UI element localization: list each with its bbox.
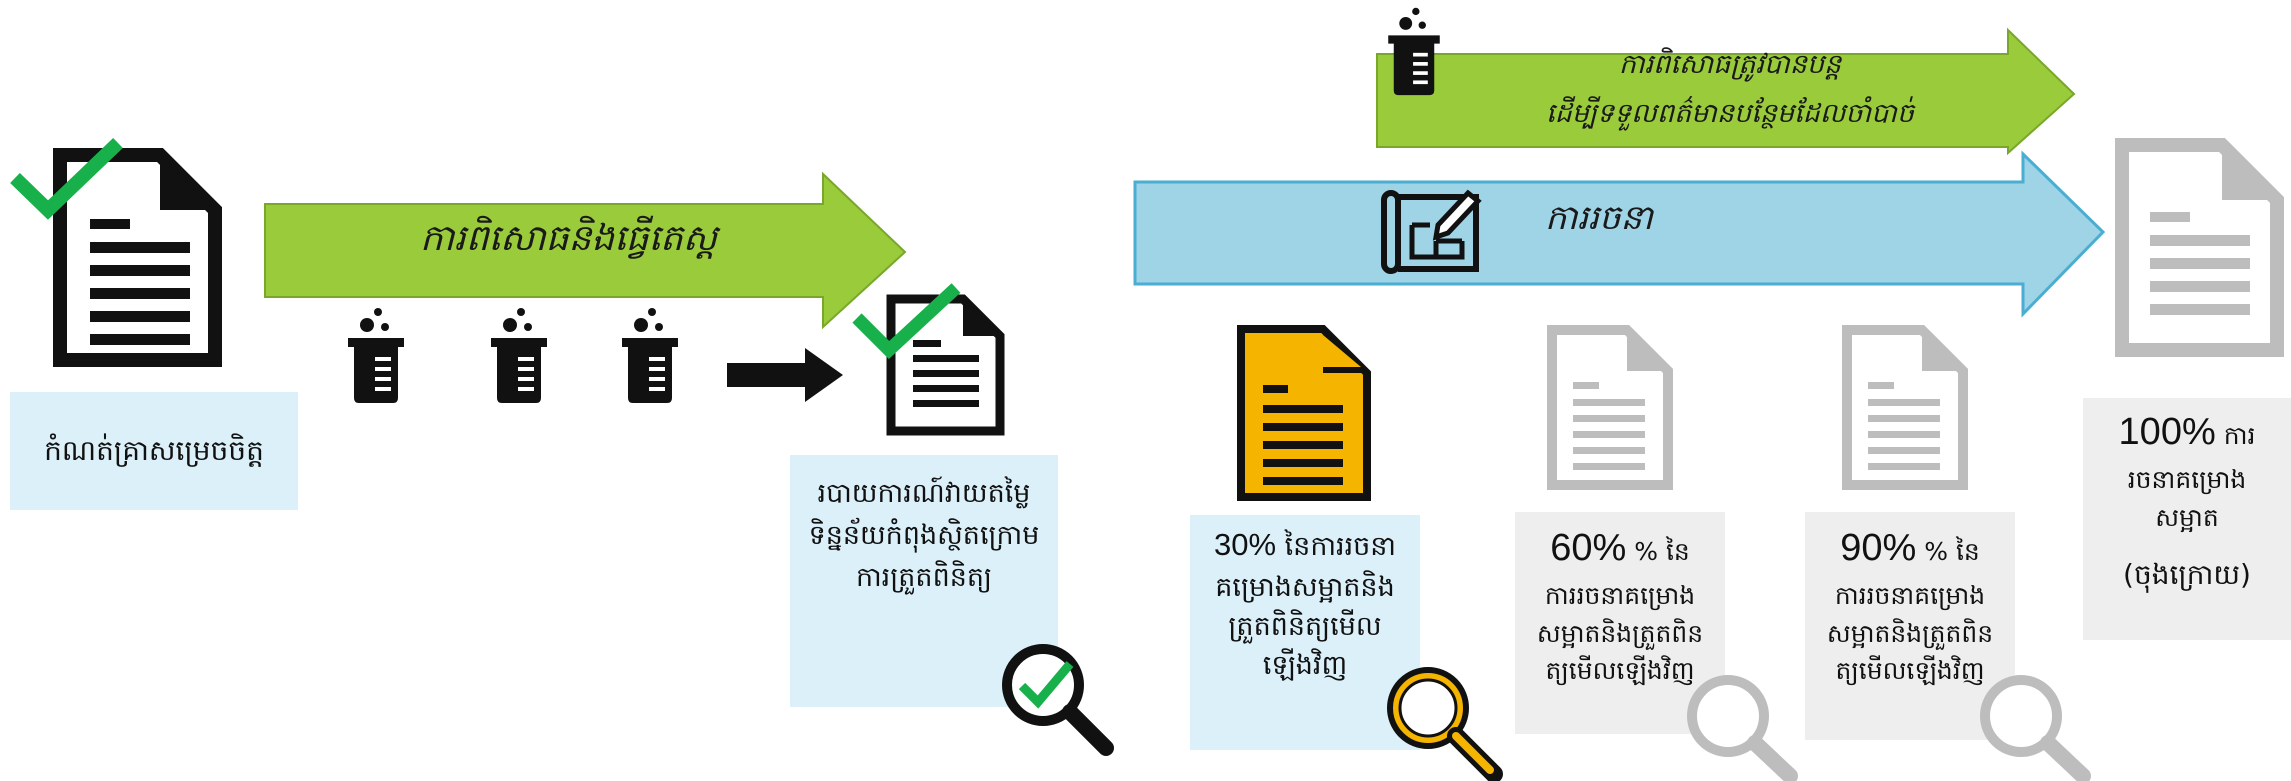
magnifier-icon [1687,675,1798,781]
right-arrow-icon [727,348,843,402]
checkmark-icon [10,137,123,220]
beaker-icon [491,308,547,403]
final-document-icon [2115,138,2284,357]
report-line: ការត្រួតពិនិត្យ [855,561,993,593]
design-90-text: ការរចនាគម្រោង [1834,581,1986,610]
design-30-percent: 30% [1213,527,1277,562]
magnifier-icon [1980,675,2091,781]
design-30-text: ឡើងវិញ [1262,650,1348,682]
evaluation-report-box: របាយការណ៍វាយតម្លៃ ទិន្នន័យកំពុងស្ថិតក្រោ… [790,455,1058,707]
document-approved-icon [886,294,1005,436]
design-30-text: នៃការរចនា [1284,531,1397,562]
design-90-text: % នៃ [1924,537,1980,566]
report-line: ទិន្នន័យកំពុងស្ថិតក្រោម [808,519,1040,551]
design-100-text: ការ [2223,421,2256,450]
design-30-text: ត្រួតពិនិត្យមើល [1228,611,1382,643]
testing-arrow [264,171,907,330]
continued-testing-arrow [1376,27,2076,156]
design-60-text: ត្យមើលឡើងវិញ [1545,656,1695,685]
document-approved-icon [53,148,222,367]
design-30-box: 30% នៃការរចនា គម្រោងសម្អាតនិង ត្រួតពិនិត… [1190,515,1420,750]
design-arrow [1133,150,2106,318]
design-100-line1: 100% ការ [2119,404,2256,461]
document-90-icon [1842,325,1968,490]
decision-point-label: កំណត់គ្រាសម្រេចចិត្ត [44,433,264,467]
magnifier-icon [1387,667,1503,781]
decision-point-box: កំណត់គ្រាសម្រេចចិត្ត [10,392,298,510]
design-30-line1: 30% នៃការរចនា [1214,523,1396,568]
design-100-text: សម្អាត [2155,502,2219,532]
design-90-text: ត្យមើលឡើងវិញ [1835,656,1985,685]
design-60-text: សម្អាតនិងត្រួតពិន [1536,618,1704,648]
design-60-box: 60% % នៃ ការរចនាគម្រោង សម្អាតនិងត្រួតពិន… [1515,512,1725,734]
magnifier-check-icon [1002,644,1114,756]
design-arrow-label: ការរចនា [1545,198,1653,238]
design-100-text: (ចុងក្រោយ) [2123,558,2251,591]
design-60-text: % នៃ [1634,537,1690,566]
document-60-icon [1547,325,1673,490]
report-line: របាយការណ៍វាយតម្លៃ [817,478,1031,509]
beaker-icon [348,308,404,403]
design-90-percent: 90% [1840,527,1917,569]
beaker-icon [1388,7,1440,96]
beaker-icon [622,308,678,403]
continued-testing-label-line1: ការពិសោធត្រូវបានបន្ត [1618,49,1842,80]
checkmark-icon [852,283,961,360]
continued-testing-label-line2: ដើម្បីទទួលពត៌មានបន្ថែមដែលចាំបាច់ [1546,98,1914,129]
design-60-percent: 60% [1550,527,1627,569]
design-100-percent: 100% [2118,411,2216,453]
draft-document-icon [1237,325,1371,501]
design-90-line1: 90% % នៃ [1840,520,1980,577]
design-60-text: ការរចនាគម្រោង [1544,581,1696,610]
blueprint-icon [1381,189,1482,274]
design-100-text: រចនាគម្រោង [2127,465,2247,494]
design-90-box: 90% % នៃ ការរចនាគម្រោង សម្អាតនិងត្រួតពិន… [1805,512,2015,740]
design-60-line1: 60% % នៃ [1550,520,1690,577]
design-90-text: សម្អាតនិងត្រួតពិន [1826,618,1994,648]
design-30-text: គម្រោងសម្អាតនិង [1215,571,1395,603]
design-100-box: 100% ការ រចនាគម្រោង សម្អាត (ចុងក្រោយ) [2083,398,2291,640]
testing-arrow-label: ការពិសោធនិងធ្វើតេស្ត [420,218,718,259]
